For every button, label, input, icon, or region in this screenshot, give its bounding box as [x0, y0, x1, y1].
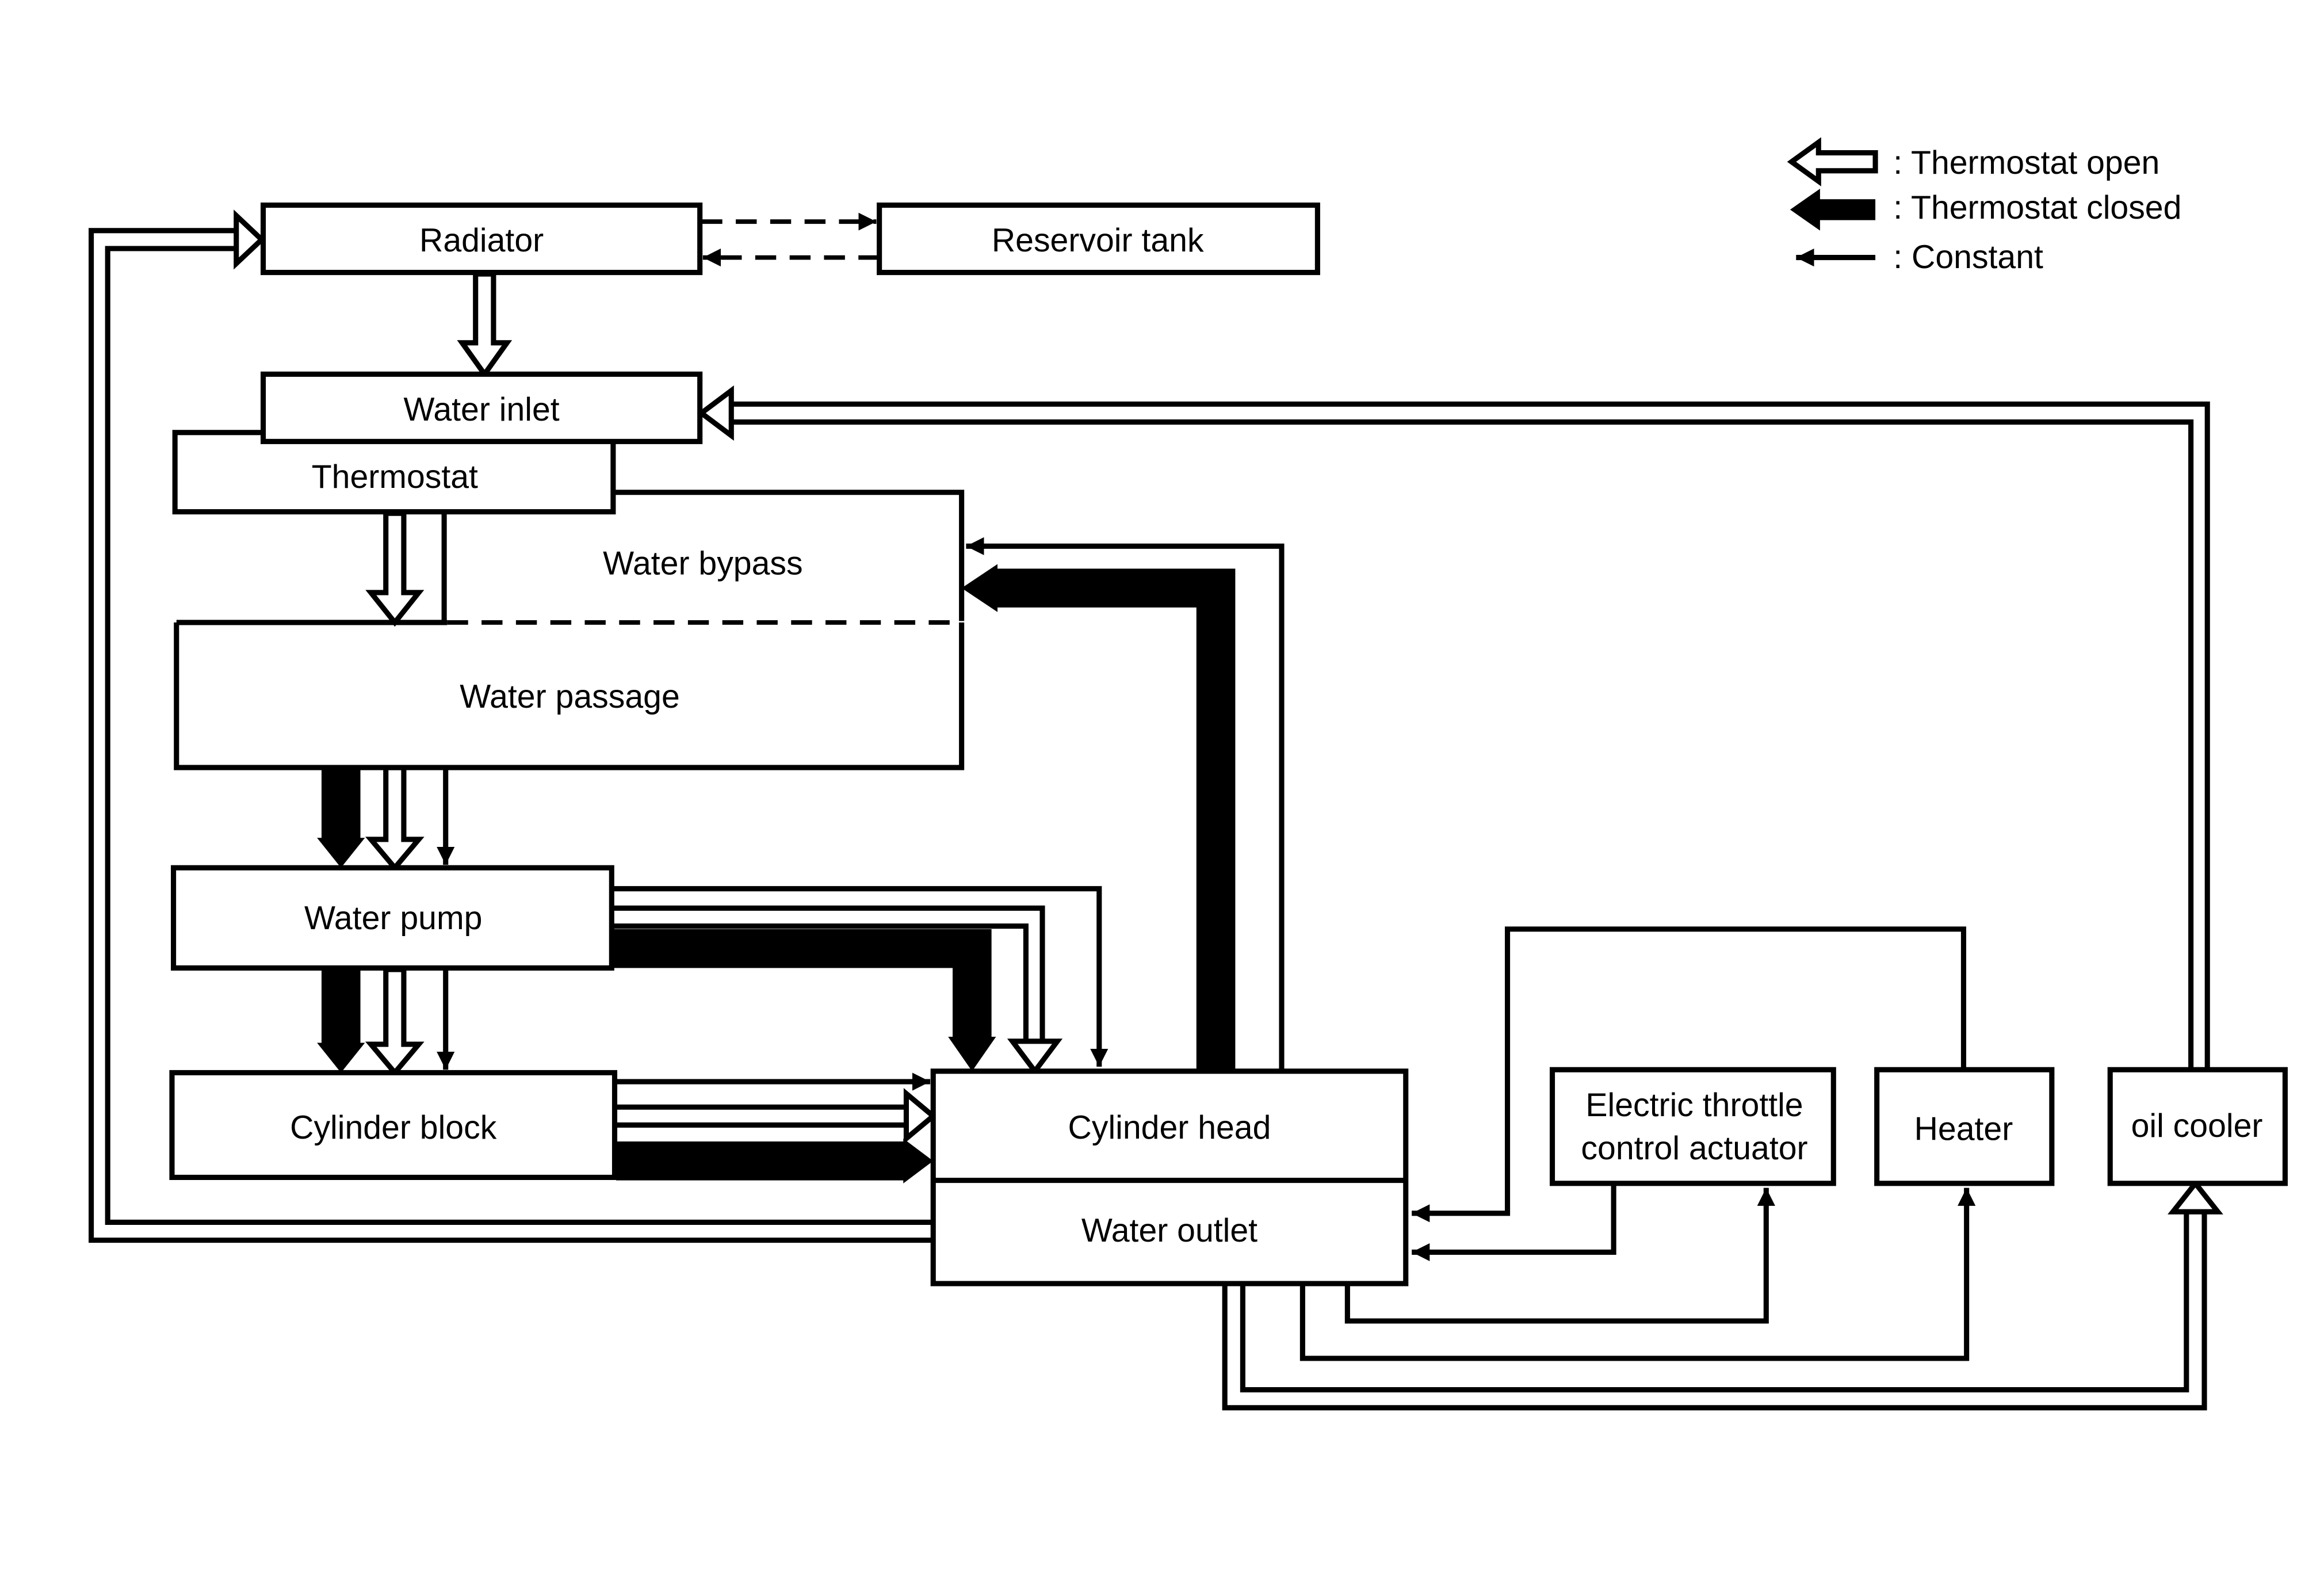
passage-to-pump-open-arrow: [365, 765, 425, 872]
cylinder-head-label: Cylinder head: [1068, 1109, 1271, 1146]
heater-box: Heater: [1874, 1067, 2055, 1186]
water-outlet-label: Water outlet: [1081, 1212, 1257, 1249]
radiator-to-inlet-open-arrow: [457, 271, 513, 379]
legend-closed-arrow: [1790, 189, 1876, 231]
water-inlet-label: Water inlet: [404, 391, 560, 428]
cylinder-block-box: Cylinder block: [169, 1070, 618, 1180]
components: Radiator Reservoir tank Thermostat Water…: [169, 203, 2288, 1286]
pump-to-block-closed-arrowhead: [317, 1043, 365, 1073]
water-pump-box: Water pump: [171, 865, 614, 971]
water-bypass-label: Water bypass: [603, 545, 802, 582]
etc-to-outlet-constant: [1412, 1183, 1616, 1262]
water-passage-label: Water passage: [460, 678, 680, 715]
arrowheads: [234, 209, 2223, 1215]
thermostat-to-passage-open-arrow: [365, 510, 425, 627]
passage-to-pump-closed-arrowhead: [317, 838, 365, 868]
thermostat-box: Thermostat: [172, 430, 616, 515]
etc-actuator-box: Electric throttle control actuator: [1549, 1067, 1836, 1186]
legend-constant-label: : Constant: [1893, 239, 2043, 276]
outlet-to-heater-constant: [1299, 1187, 1976, 1361]
legend: : Thermostat open : Thermostat closed : …: [1787, 137, 2181, 276]
outlet-to-oilcooler-b: [1240, 1212, 2189, 1393]
legend-open-arrow: [1787, 137, 1878, 186]
thermostat-label: Thermostat: [312, 459, 478, 495]
oilcooler-to-inlet-line-b: [729, 419, 2194, 1071]
oil-cooler-box: oil cooler: [2107, 1067, 2288, 1186]
outlet-to-oilcooler-a: [1222, 1212, 2207, 1411]
water-inlet-box: Water inlet: [261, 371, 703, 444]
outlet-to-etc-constant: [1344, 1187, 1775, 1324]
head-to-bypass-constant: [966, 537, 1285, 1073]
radiator-box: Radiator: [261, 203, 703, 276]
radiator-return-open-arrowhead: [234, 209, 266, 270]
heater-label: Heater: [1914, 1110, 2013, 1147]
legend-closed-label: : Thermostat closed: [1893, 189, 2181, 226]
inlet-from-oilcooler-open-arrowhead: [697, 385, 734, 441]
pump-to-head-closed: [613, 929, 992, 1038]
outlet-to-radiator-return-inner: [105, 246, 935, 1225]
oilcooler-to-inlet-line-a: [729, 401, 2210, 1071]
outlet-to-oilcooler-open-arrowhead: [2168, 1179, 2223, 1215]
block-to-head-closed-arrowhead: [903, 1138, 934, 1183]
bypass-closed-arrowhead: [961, 564, 998, 612]
radiator-label: Radiator: [419, 222, 544, 259]
pump-to-head-open-arrowhead: [1007, 1038, 1063, 1076]
etc-actuator-label-line2: control actuator: [1581, 1130, 1807, 1167]
cylinder-block-label: Cylinder block: [290, 1109, 497, 1146]
bypass-outline: [614, 490, 965, 621]
block-to-head-open-arrowhead: [903, 1088, 938, 1144]
pump-to-head-constant: [613, 886, 1109, 1067]
water-passage-box: Water passage: [174, 620, 965, 770]
head-to-bypass-closed: [996, 568, 1236, 1073]
oil-cooler-label: oil cooler: [2131, 1108, 2263, 1144]
pump-to-head-open-a: [613, 905, 1045, 1043]
reservoir-tank-box: Reservoir tank: [877, 203, 1320, 276]
outlet-to-radiator-return: [89, 228, 935, 1243]
pump-to-block-open-arrow: [365, 967, 425, 1077]
pump-to-head-closed-arrowhead: [948, 1037, 996, 1071]
reservoir-tank-label: Reservoir tank: [992, 222, 1204, 259]
legend-open-label: : Thermostat open: [1893, 144, 2159, 181]
cylinder-head-box: Cylinder head Water outlet: [930, 1068, 1409, 1286]
water-pump-label: Water pump: [304, 900, 482, 937]
connectors: [89, 212, 2210, 1411]
etc-actuator-label-line1: Electric throttle: [1585, 1087, 1803, 1124]
heater-to-outlet-constant: [1412, 926, 1967, 1223]
pump-to-head-open-b: [613, 923, 1029, 1043]
